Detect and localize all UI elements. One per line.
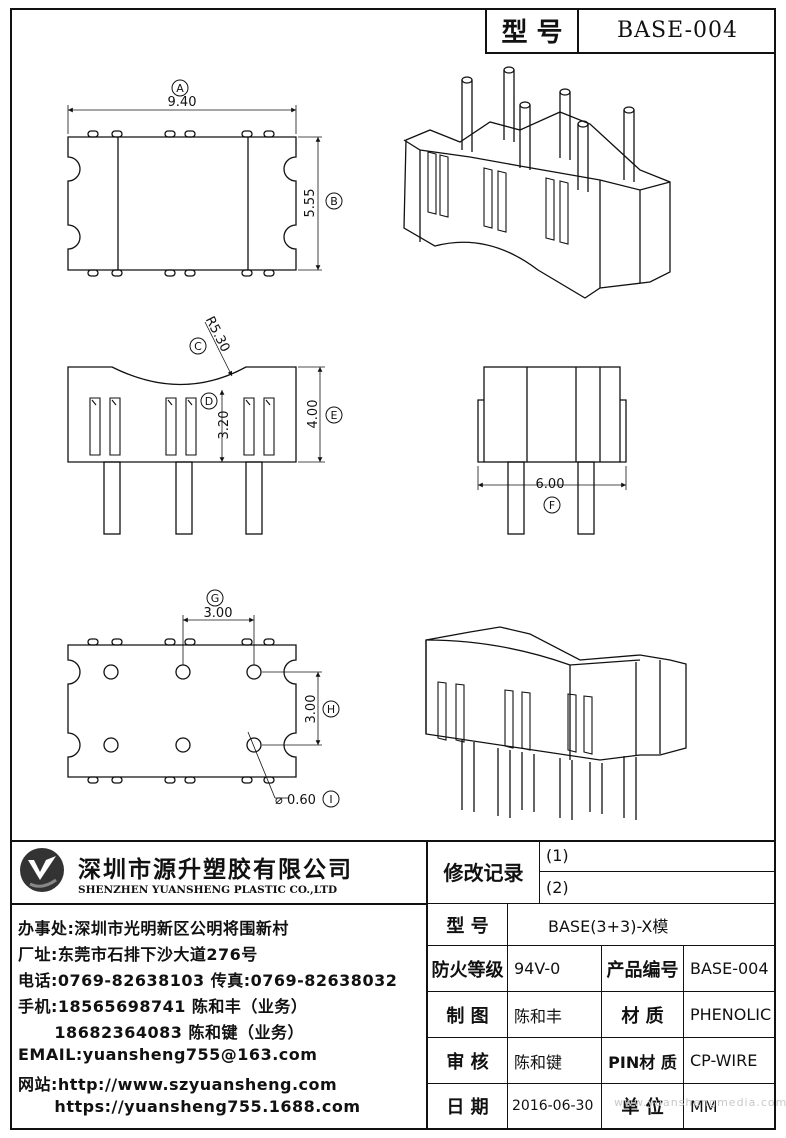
- dim-g-mark: G: [211, 592, 220, 605]
- watermark: www.yuanshengmedia.com: [614, 1096, 786, 1109]
- unit-label: 单 位: [602, 1084, 684, 1128]
- iso-view-bottom: [425, 626, 687, 820]
- drawing-frame: [10, 8, 776, 1130]
- company-line-5: 18682364083 陈和键（业务）: [18, 1023, 304, 1042]
- unit-value: MM: [690, 1096, 718, 1116]
- dim-f-circle: [543, 496, 561, 514]
- company-line-4: 手机:18565698741 陈和丰（业务）: [18, 997, 308, 1016]
- dim-b-circle: [325, 192, 343, 210]
- company-logo: [18, 846, 66, 894]
- material-value: PHENOLIC: [684, 992, 776, 1038]
- company-name-cn: 深圳市源升塑胶有限公司: [78, 857, 353, 883]
- dim-b-mark: B: [330, 195, 338, 208]
- dim-g-circle: [206, 589, 224, 607]
- pin-label: PIN材 质: [602, 1038, 684, 1084]
- review-value: 陈和键: [508, 1038, 602, 1084]
- dim-i-circle: [322, 790, 340, 808]
- front-view: [67, 321, 325, 535]
- dim-e-circle: [325, 406, 343, 424]
- draw-value: 陈和丰: [508, 992, 602, 1038]
- company-line-7: 网站:http://www.szyuansheng.com: [18, 1075, 338, 1094]
- dim-f-value: 6.00: [536, 477, 565, 492]
- dim-d-mark: D: [205, 395, 213, 408]
- side-view: [477, 366, 627, 535]
- bottom-block: [10, 840, 776, 1130]
- revision-2: (2): [540, 872, 776, 904]
- title-block: 型 号 BASE-004: [485, 8, 776, 54]
- date-value: 2016-06-30: [508, 1084, 602, 1128]
- technical-drawing: A 9.40 B 5.55 R5.30 C D 3.20 4.00 E 6.00…: [67, 66, 687, 820]
- review-label: 审 核: [428, 1038, 508, 1084]
- company-line-6: EMAIL:yuansheng755@163.com: [18, 1045, 318, 1064]
- company-line-3: 电话:0769-82638103 传真:0769-82638032: [18, 971, 398, 990]
- dim-g-value: 3.00: [204, 606, 233, 621]
- dim-d-value: 3.20: [217, 411, 232, 440]
- company-divider: [10, 903, 426, 905]
- dim-a-circle: [171, 79, 189, 97]
- title-value: BASE-004: [616, 17, 739, 43]
- dim-b-value: 5.55: [303, 189, 318, 218]
- dim-i-value: ⌀ 0.60: [275, 793, 316, 808]
- fire-label: 防火等级: [428, 946, 508, 992]
- date-label: 日 期: [428, 1084, 508, 1128]
- fire-value: 94V-0: [508, 946, 602, 992]
- dim-d-circle: [200, 392, 218, 410]
- dim-e-mark: E: [331, 409, 338, 422]
- company-line-2: 厂址:东莞市石排下沙大道276号: [18, 945, 258, 964]
- spec-table: 修改记录 (1) (2) 型 号 BASE(3+3)-X模 防火等级 94V-0…: [426, 840, 776, 1130]
- bottom-view: [67, 615, 322, 799]
- company-line-1: 办事处:深圳市光明新区公明将围新村: [18, 919, 289, 938]
- top-view: [67, 105, 322, 277]
- dim-f-mark: F: [549, 499, 555, 512]
- dim-h-value: 3.00: [304, 695, 319, 724]
- material-label: 材 质: [602, 992, 684, 1038]
- dim-h-mark: H: [327, 703, 335, 716]
- dim-h-circle: [322, 700, 340, 718]
- dim-c-mark: C: [194, 340, 202, 353]
- dim-i-mark: I: [329, 793, 332, 806]
- code-value: BASE-004: [684, 946, 776, 992]
- company-name-en: SHENZHEN YUANSHENG PLASTIC CO.,LTD: [78, 884, 338, 896]
- model-value: BASE(3+3)-X模: [508, 904, 776, 946]
- code-label: 产品编号: [602, 946, 684, 992]
- company-line-8: https://yuansheng755.1688.com: [18, 1097, 361, 1116]
- model-label: 型 号: [428, 904, 508, 946]
- iso-view-top: [403, 66, 671, 299]
- draw-label: 制 图: [428, 992, 508, 1038]
- dim-e-value: 4.00: [306, 400, 321, 429]
- dim-a-value: 9.40: [168, 95, 197, 110]
- revision-1: (1): [540, 840, 776, 872]
- title-label: 型 号: [487, 8, 579, 52]
- dim-a-mark: A: [176, 82, 184, 95]
- pin-value: CP-WIRE: [684, 1038, 776, 1084]
- revision-label: 修改记录: [428, 840, 540, 904]
- dim-c-circle: [189, 337, 207, 355]
- dim-c-value: R5.30: [202, 314, 233, 355]
